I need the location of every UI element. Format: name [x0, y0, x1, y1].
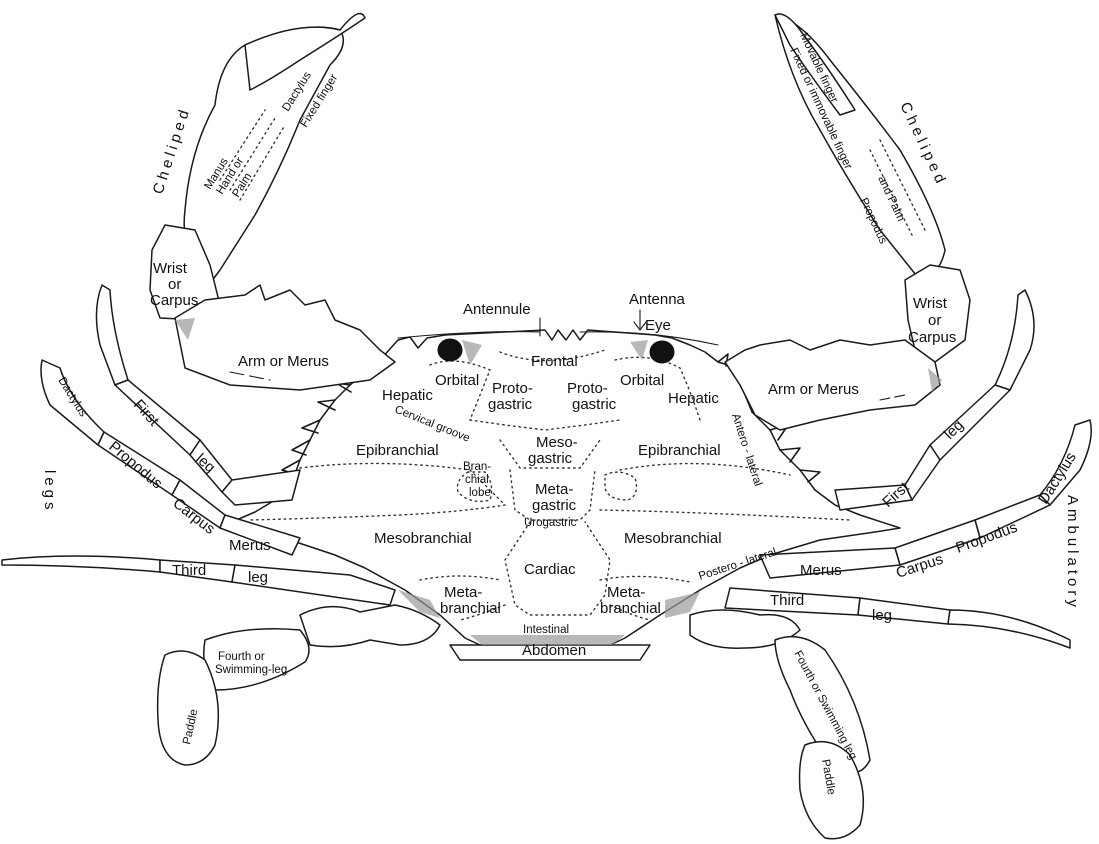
label-metabranchial-left-1: Meta- [444, 584, 482, 601]
eye-right [650, 341, 674, 363]
label-eye: Eye [645, 317, 671, 334]
label-merus-leg-right: Merus [800, 562, 842, 579]
label-carpus-right-claw: Carpus [908, 329, 956, 346]
label-swimming-leg-left: Swimming-leg [215, 664, 287, 676]
label-carpus-left-claw: Carpus [150, 292, 198, 309]
label-ambulatory: Ambulatory [1064, 495, 1081, 611]
label-protogastric-left-2: gastric [488, 396, 533, 413]
label-hepatic-right: Hepatic [668, 390, 719, 407]
left-third-leg-dactylus [2, 556, 160, 572]
label-protogastric-right-2: gastric [572, 396, 617, 413]
label-or-left: or [168, 276, 181, 293]
right-third-leg-dactylus [948, 610, 1070, 648]
label-mesogastric-2: gastric [528, 450, 573, 467]
label-metabranchial-right-1: Meta- [607, 584, 645, 601]
eye-left [438, 339, 462, 361]
label-protogastric-right-1: Proto- [567, 380, 608, 397]
label-arm-merus-left: Arm or Merus [238, 353, 329, 370]
label-cardiac: Cardiac [524, 561, 576, 578]
label-orbital-right: Orbital [620, 372, 664, 389]
label-epibranchial-right: Epibranchial [638, 442, 721, 459]
label-abdomen: Abdomen [522, 642, 586, 659]
right-cheliped [725, 14, 970, 430]
label-third-left: Third [172, 562, 206, 579]
label-hepatic-left: Hepatic [382, 387, 433, 404]
label-mesobranchial-left: Mesobranchial [374, 530, 472, 547]
label-metagastric-2: gastric [532, 497, 577, 514]
label-third-right: Third [770, 592, 804, 609]
label-protogastric-left-1: Proto- [492, 380, 533, 397]
right-first-leg-dactylus [995, 290, 1034, 390]
label-urogastric: Urogastric [524, 517, 577, 529]
label-or-right: or [928, 312, 941, 329]
label-orbital-left: Orbital [435, 372, 479, 389]
left-first-leg-merus [222, 470, 300, 505]
label-branchial-lobe-2: chial [465, 474, 489, 486]
label-fourth-or-left: Fourth or [218, 651, 265, 663]
label-leg-third-left: leg [248, 569, 268, 586]
label-frontal: Frontal [531, 353, 578, 370]
label-metabranchial-left-2: branchial [440, 600, 501, 617]
label-branchial-lobe-1: Bran- [463, 461, 491, 473]
label-metagastric-1: Meta- [535, 481, 573, 498]
label-epibranchial-left: Epibranchial [356, 442, 439, 459]
label-branchial-lobe-3: lobe [469, 487, 491, 499]
label-legs: legs [41, 470, 58, 514]
label-cheliped-left: Cheliped [150, 104, 194, 196]
label-metabranchial-right-2: branchial [600, 600, 661, 617]
label-leg-third-right: leg [872, 607, 892, 624]
right-first-leg-propodus [930, 385, 1010, 460]
label-mesobranchial-right: Mesobranchial [624, 530, 722, 547]
label-intestinal: Intestinal [523, 624, 569, 636]
left-swimming-leg-segments [300, 605, 440, 647]
label-mesogastric-1: Meso- [536, 434, 578, 451]
left-cheliped [150, 14, 395, 390]
left-arm-merus [175, 285, 395, 390]
label-arm-merus-right: Arm or Merus [768, 381, 859, 398]
left-first-leg-dactylus [96, 285, 128, 385]
label-wrist-right: Wrist [913, 295, 948, 312]
label-wrist-left: Wrist [153, 260, 188, 277]
label-antenna: Antenna [629, 291, 686, 308]
label-merus-leg-left: Merus [229, 537, 271, 554]
label-antennule: Antennule [463, 301, 531, 318]
